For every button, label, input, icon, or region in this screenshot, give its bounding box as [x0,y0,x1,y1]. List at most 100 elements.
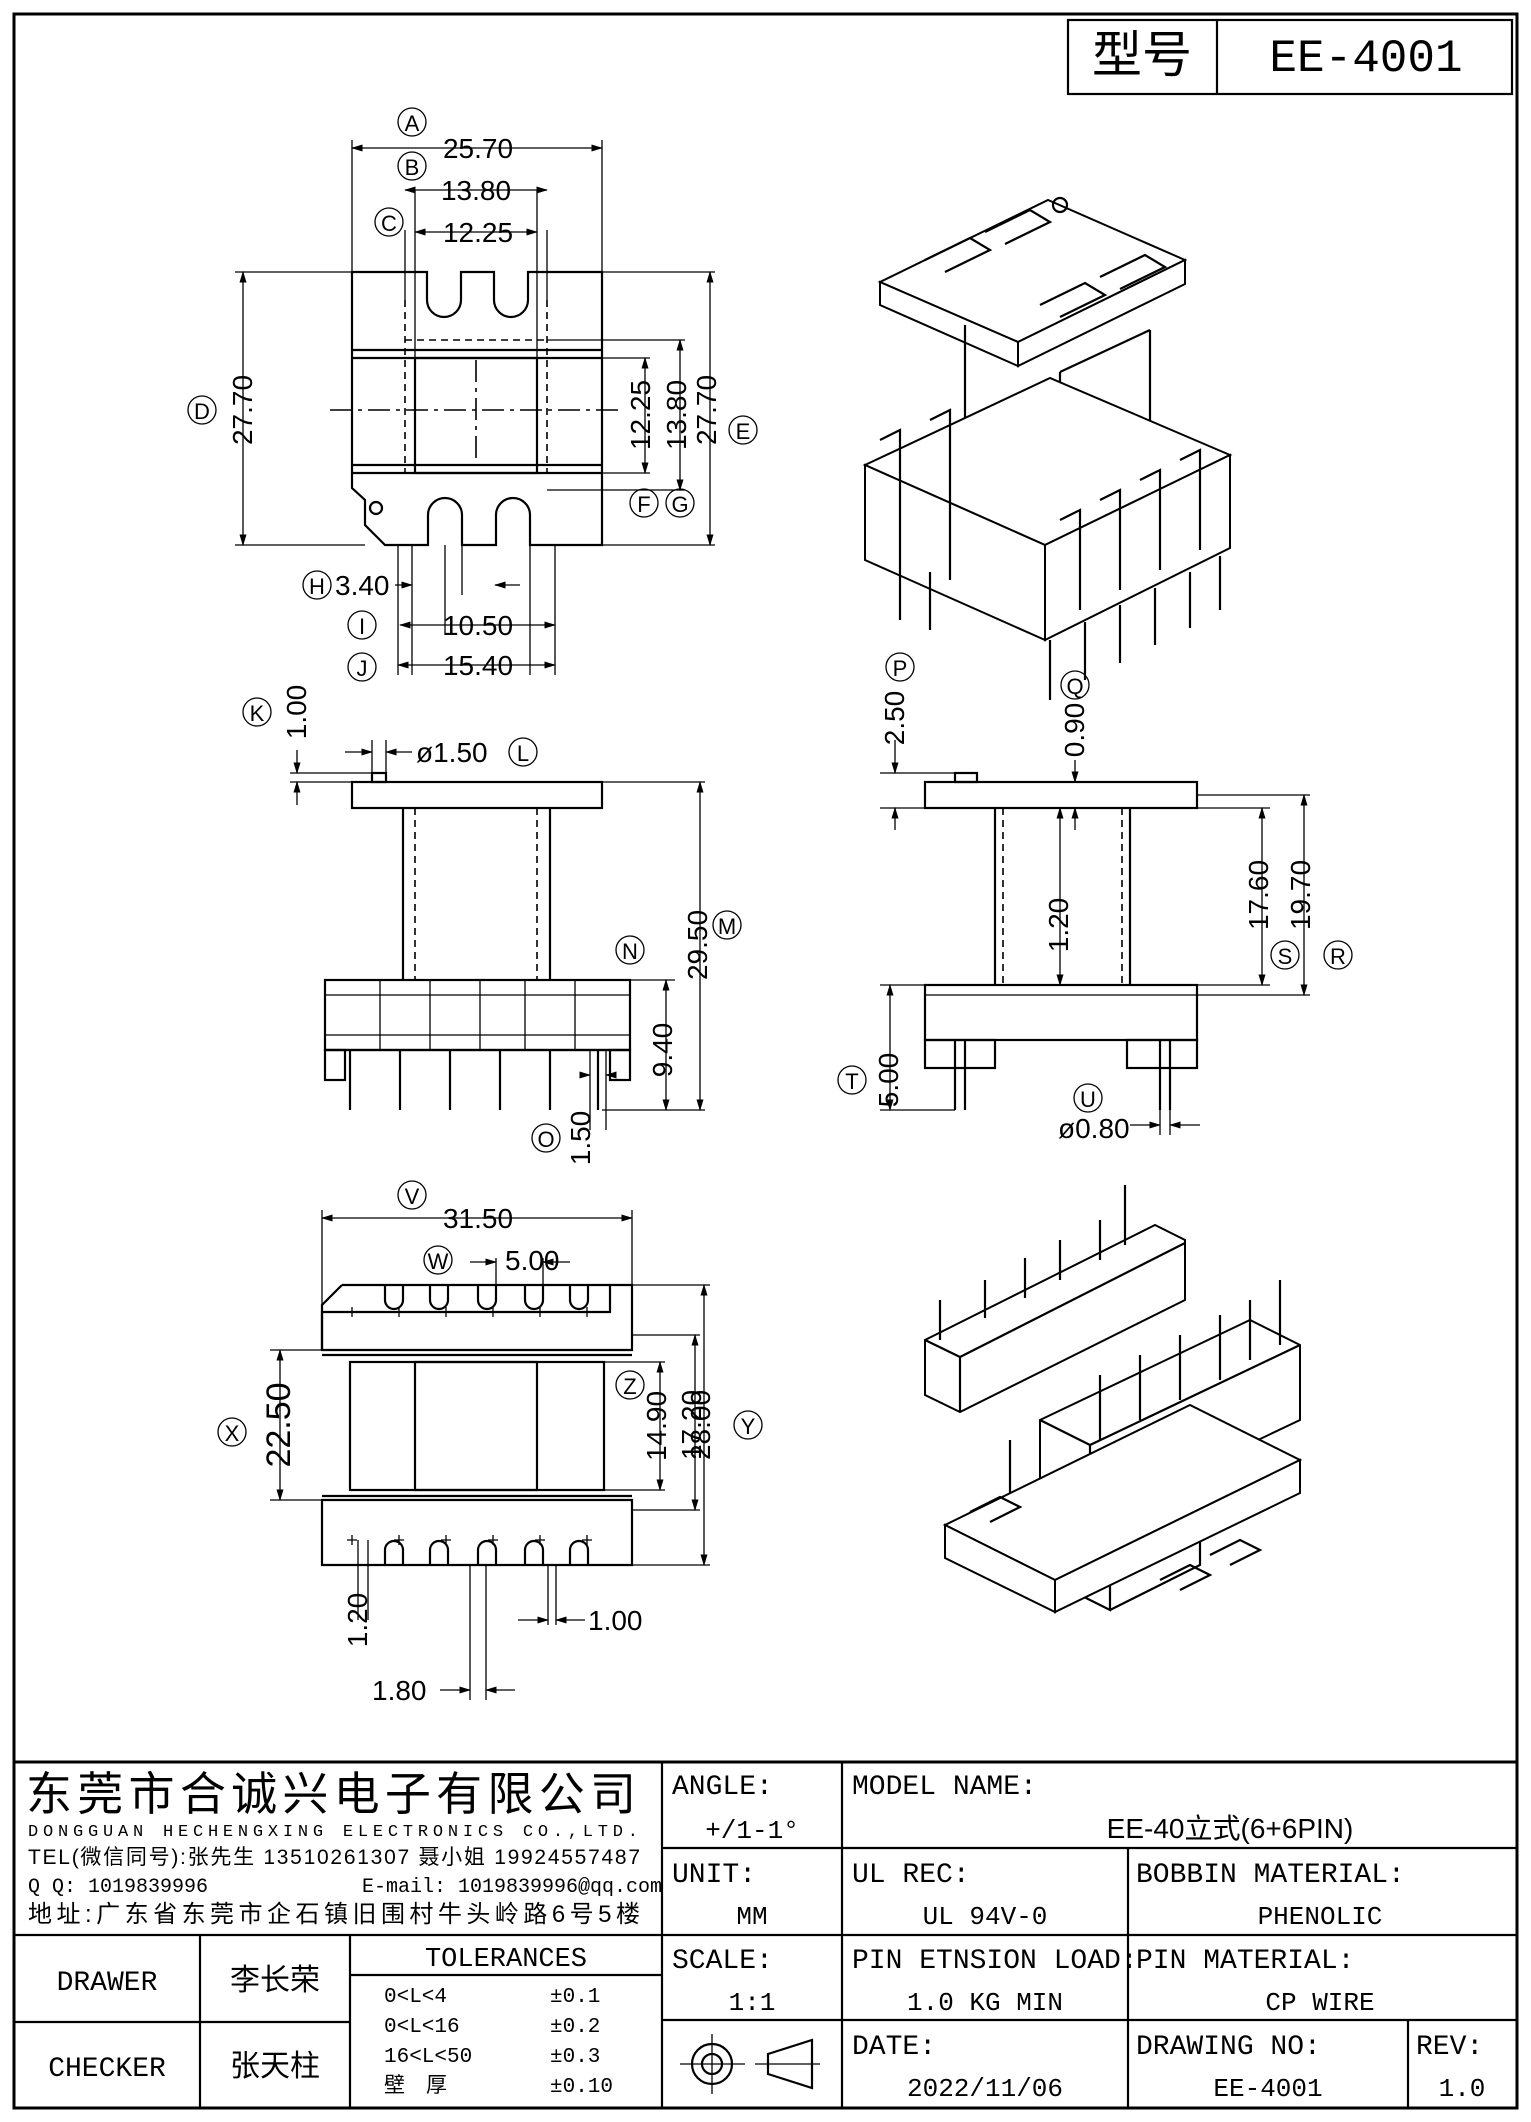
dim-O: 1.50 [565,1111,596,1166]
angle-label: ANGLE: [672,1772,773,1803]
marker-O: O [531,1123,561,1153]
svg-text:F: F [637,492,650,517]
dim-E: 27.70 [691,375,722,445]
model-name-value: EE-40立式(6+6PIN) [1107,1813,1354,1844]
svg-text:Q: Q [1066,674,1083,699]
side-view-left: 1.00 ø1.50 29.50 9.40 1.50 K L M N O [242,685,742,1166]
drawing-border [12,12,1519,2110]
rev-value: 1.0 [1439,2074,1486,2104]
pin-material-label: PIN MATERIAL: [1136,1946,1354,1977]
title-block: 东莞市合诚兴电子有限公司 DONGGUAN HECHENGXING ELECTR… [14,1760,1517,2108]
marker-R: R [1323,940,1353,970]
bobbin-label: BOBBIN MATERIAL: [1136,1860,1405,1891]
marker-H: H [302,570,332,600]
svg-text:D: D [194,399,210,424]
marker-U: U [1073,1083,1103,1113]
checker-value: 张天柱 [230,2050,320,2083]
checker-label: CHECKER [48,2054,166,2085]
scale-label: SCALE: [672,1946,773,1977]
date-label: DATE: [852,2032,936,2063]
dim-pin-gap: 1.80 [372,1675,427,1706]
svg-text:H: H [309,574,325,599]
marker-N: N [615,935,645,965]
dim-N: 9.40 [647,1023,678,1078]
marker-M: M [712,910,742,940]
dim-L: ø1.50 [416,737,488,768]
dim-J: 15.40 [443,650,513,681]
dim-Q: 0.90 [1059,703,1090,758]
dim-F: 12.25 [625,380,656,450]
marker-S: S [1270,940,1300,970]
svg-text:M: M [718,914,736,939]
marker-T: T [837,1065,867,1095]
scale-value: 1:1 [729,1988,776,2018]
tol-range-2: 0<L<16 [384,2016,460,2039]
marker-E: E [728,415,758,445]
marker-F: F [629,488,659,518]
dim-G: 13.80 [661,380,692,450]
company-email: E-mail: 1019839996@qq.com [362,1876,662,1899]
company-qq: Q Q: 1019839996 [28,1876,208,1899]
drawing-no-label: DRAWING NO: [1136,2032,1321,2063]
svg-text:R: R [1330,944,1346,969]
marker-G: G [665,488,695,518]
dim-core: 1.20 [1043,898,1074,953]
dim-P: 2.50 [879,691,910,746]
dim-M: 29.50 [682,910,713,980]
dim-U: ø0.80 [1058,1113,1130,1144]
marker-D: D [187,395,217,425]
marker-I: I [347,610,377,640]
dim-I: 10.50 [443,610,513,641]
marker-L: L [508,737,538,767]
tolerances-title: TOLERANCES [425,1945,587,1975]
company-address: 地址:广东省东莞市企石镇旧围村牛头岭路6号5楼 [28,1901,640,1928]
marker-Y: Y [733,1410,763,1440]
company-name-en: DONGGUAN HECHENGXING ELECTRONICS CO.,LTD… [28,1823,638,1842]
rev-label: REV: [1416,2032,1483,2063]
marker-J: J [347,652,377,682]
isometric-view-bottom [924,1185,1303,1614]
tol-value-4: ±0.10 [550,2076,613,2099]
top-view: 25.70 13.80 12.25 27.70 12.25 13.80 27.7… [187,107,758,682]
marker-A: A [397,107,427,137]
model-number: EE-4001 [1269,33,1462,85]
dim-pin-width: 1.20 [342,1593,373,1648]
drawer-value: 李长荣 [230,1964,320,1997]
dim-K: 1.00 [281,685,312,740]
svg-text:X: X [225,1421,240,1446]
marker-X: X [217,1417,247,1447]
projection-symbol [680,2034,820,2094]
isometric-view-top [862,196,1233,700]
pin-load-value: 1.0 KG MIN [907,1988,1063,2018]
dim-C: 12.25 [443,217,513,248]
drawer-label: DRAWER [57,1968,158,1999]
svg-text:E: E [736,419,751,444]
angle-value: +/1-1° [705,1816,799,1846]
dim-pin-thickness: 1.00 [588,1605,643,1636]
company-tel: TEL(微信同号):张先生 13510261307 聂小姐 1992455748… [28,1846,640,1869]
dim-R: 19.70 [1285,860,1316,930]
svg-text:N: N [622,939,638,964]
tol-value-3: ±0.3 [550,2046,600,2069]
model-title-box: 型号 EE-4001 [1066,18,1514,96]
svg-text:Y: Y [741,1414,756,1439]
drawing-no-value: EE-4001 [1213,2074,1322,2104]
marker-K: K [242,697,272,727]
svg-text:G: G [671,492,688,517]
tol-range-1: 0<L<4 [384,1986,447,2009]
svg-text:O: O [537,1127,554,1152]
svg-text:V: V [405,1184,420,1209]
tol-range-4: 壁 厚 [384,2074,447,2099]
dim-D: 27.70 [227,375,258,445]
dim-X: 22.50 [260,1382,298,1467]
svg-text:A: A [405,111,420,136]
marker-V: V [397,1180,427,1210]
svg-text:C: C [381,211,397,236]
svg-text:W: W [428,1249,449,1274]
ul-value: UL 94V-0 [923,1902,1048,1932]
bobbin-value: PHENOLIC [1258,1902,1383,1932]
svg-text:J: J [357,656,368,681]
tol-value-2: ±0.2 [550,2016,600,2039]
dim-B: 13.80 [441,175,511,206]
svg-text:S: S [1278,944,1293,969]
